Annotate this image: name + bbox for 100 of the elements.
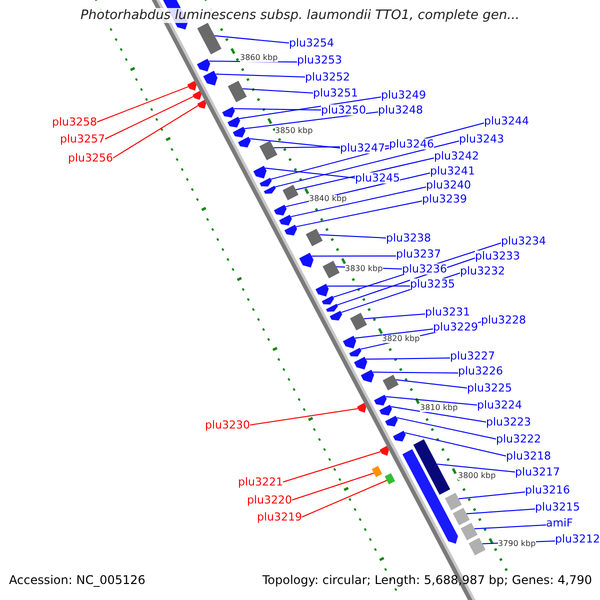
leader-line (295, 158, 434, 190)
gene-block (384, 473, 396, 484)
footer-text: Topology: circular; Length: 5,688,987 bp; Genes: 4,790 (262, 574, 592, 586)
leader-line (354, 328, 434, 339)
gene-label: plu3244 (484, 116, 530, 126)
gene-block (382, 374, 399, 390)
gene-block (306, 228, 323, 246)
gene-block (350, 312, 367, 330)
gene-label: plu3247 (340, 142, 386, 154)
gene-block (259, 140, 278, 160)
gene-block (197, 22, 222, 54)
gene-label: plu3215 (535, 502, 580, 512)
gene-block (232, 126, 246, 138)
leader-line (396, 417, 496, 440)
gene-label: plu3226 (458, 366, 504, 376)
gene-block (279, 214, 292, 226)
gene-label: plu3245 (355, 172, 400, 184)
leader-line (215, 74, 306, 78)
scale-label: 3830 kbp (345, 265, 383, 273)
gene-block (444, 492, 462, 510)
leader-line (96, 86, 189, 122)
gene-block (192, 90, 202, 100)
gene-label: plu3231 (425, 306, 470, 318)
gene-label: plu3234 (501, 236, 546, 246)
gene-block (222, 106, 235, 118)
gene-block (393, 430, 406, 442)
gene-block (372, 466, 382, 478)
leader-line (372, 372, 458, 374)
gene-block (238, 136, 251, 148)
gene-label: plu3237 (396, 248, 442, 260)
gene-block (326, 304, 338, 312)
scale-label: 3800 kbp (458, 472, 496, 480)
gene-label: plu3256 (68, 152, 113, 164)
gene-label: plu3254 (289, 38, 334, 48)
scale-label: 3840 kbp (309, 195, 347, 203)
leader-line (244, 112, 378, 130)
leader-line (365, 358, 450, 360)
gene-label: plu3228 (481, 314, 526, 326)
gene-label: plu3243 (459, 134, 504, 144)
gene-label: plu3246 (389, 138, 434, 150)
gene-label: plu3238 (386, 232, 432, 244)
gene-block (196, 58, 210, 72)
gene-label: plu3241 (430, 166, 476, 176)
gene-label: plu3223 (486, 416, 532, 428)
gene-label: plu3236 (402, 264, 448, 274)
gene-label: plu3257 (60, 134, 105, 144)
gene-block (299, 252, 314, 268)
gene-label: plu3232 (460, 266, 506, 276)
gene-block (322, 296, 334, 304)
footer-text: Accession: NC_005126 (9, 574, 146, 586)
gene-label: plu3233 (475, 250, 520, 262)
gene-block (379, 404, 392, 416)
gene-label: plu3253 (297, 54, 342, 66)
leader-line (296, 200, 422, 228)
gene-block (380, 446, 389, 456)
scale-label: 3790 kbp (498, 540, 536, 548)
leader-line (363, 314, 426, 320)
leader-line (249, 138, 340, 148)
gene-block (260, 178, 272, 186)
leader-line (264, 168, 356, 178)
gene-label: plu3218 (506, 450, 552, 462)
gene-label: plu3217 (515, 466, 560, 478)
leader-line (104, 96, 194, 140)
leader-line (436, 464, 516, 472)
gene-block (197, 100, 206, 109)
leader-line (292, 472, 374, 500)
gene-block (452, 508, 470, 526)
gene-label: plu3240 (426, 180, 472, 190)
gene-label: plu3249 (381, 90, 426, 100)
gene-block (342, 336, 356, 348)
leader-line (274, 140, 460, 188)
gene-block (374, 394, 387, 406)
gene-label: plu3229 (433, 322, 478, 332)
gene-block (322, 260, 340, 278)
leader-line (395, 379, 468, 388)
gene-block (330, 310, 342, 320)
gene-block (203, 70, 218, 86)
leader-line (214, 35, 290, 44)
leader-line (458, 492, 526, 500)
gene-label: plu3242 (434, 150, 480, 162)
gene-block (354, 356, 368, 370)
gene-block (357, 402, 366, 413)
gene-block (228, 80, 247, 102)
gene-label: plu3227 (450, 350, 496, 362)
leader-line (311, 256, 396, 257)
leader-line (238, 96, 382, 120)
gene-block (468, 538, 486, 556)
gene-label: plu3252 (305, 72, 350, 82)
leader-line (250, 408, 359, 426)
gene-label: plu3248 (378, 104, 424, 116)
gene-label: plu3222 (496, 434, 542, 444)
leader-line (282, 451, 382, 482)
gene-label: plu3251 (313, 88, 358, 98)
gene-label: plu3258 (52, 116, 97, 128)
leader-line (404, 432, 506, 456)
leader-line (112, 104, 199, 158)
gene-label: amiF (546, 518, 573, 528)
gene-label: plu3250 (321, 104, 366, 116)
gene-block (349, 348, 362, 356)
gene-block (360, 370, 374, 382)
